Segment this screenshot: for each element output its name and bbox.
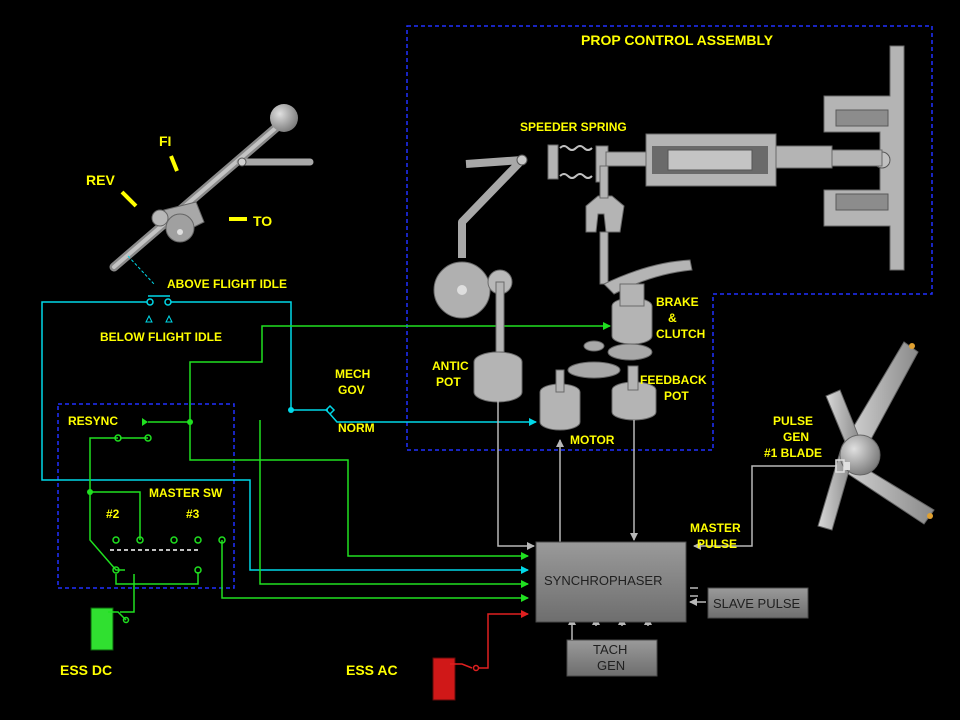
lever-knob[interactable] bbox=[270, 104, 298, 132]
rev-tick bbox=[120, 190, 138, 208]
norm-label: NORM bbox=[338, 421, 375, 435]
synchrophaser-box[interactable]: SYNCHROPHASER bbox=[535, 541, 687, 623]
feedback-pot-label-1: FEEDBACK bbox=[640, 373, 707, 387]
title: PROP CONTROL ASSEMBLY bbox=[581, 32, 774, 48]
resync-label: RESYNC bbox=[68, 414, 118, 428]
cyan-wiring bbox=[41, 301, 537, 574]
mech-gov-label-2: GOV bbox=[338, 383, 365, 397]
brake-clutch-label-3: CLUTCH bbox=[656, 327, 705, 341]
power-lever bbox=[109, 104, 314, 285]
speeder-spring-label: SPEEDER SPRING bbox=[520, 120, 627, 134]
master-sw-pos3-label: #3 bbox=[186, 507, 200, 521]
master-sw-label: MASTER SW bbox=[149, 486, 223, 500]
ess-dc-label: ESS DC bbox=[60, 662, 112, 678]
prop-control-assembly-boundary bbox=[406, 25, 933, 451]
gray-wiring bbox=[497, 400, 836, 626]
to-label: TO bbox=[253, 213, 272, 229]
propeller bbox=[817, 341, 935, 531]
ess-ac-source bbox=[432, 610, 529, 701]
tach-gen-label-1: TACH bbox=[593, 642, 627, 657]
green-wiring bbox=[87, 322, 611, 613]
pulse-gen-label-3: #1 BLADE bbox=[764, 446, 822, 460]
master-switch-boundary bbox=[57, 403, 235, 589]
fi-tick bbox=[169, 155, 179, 172]
rev-label: REV bbox=[86, 172, 115, 188]
pulse-gen-label-2: GEN bbox=[783, 430, 809, 444]
feedback-pot-label-2: POT bbox=[664, 389, 689, 403]
governor-mechanism bbox=[433, 45, 905, 431]
motor-label: MOTOR bbox=[570, 433, 615, 447]
above-flight-idle-label: ABOVE FLIGHT IDLE bbox=[167, 277, 287, 291]
below-flight-idle-label: BELOW FLIGHT IDLE bbox=[100, 330, 222, 344]
slave-pulse-box[interactable]: SLAVE PULSE bbox=[707, 587, 809, 619]
brake-clutch-label-1: BRAKE bbox=[656, 295, 699, 309]
tach-gen-label-2: GEN bbox=[597, 658, 625, 673]
flight-idle-switch[interactable] bbox=[145, 295, 173, 323]
ess-ac-label: ESS AC bbox=[346, 662, 398, 678]
lever-linkage bbox=[127, 255, 155, 285]
brake-clutch-label-2: & bbox=[668, 311, 677, 325]
master-pulse-label-1: MASTER bbox=[690, 521, 741, 535]
master-sw-pos2-label: #2 bbox=[106, 507, 120, 521]
fi-label: FI bbox=[159, 133, 171, 149]
mech-gov-label-1: MECH bbox=[335, 367, 370, 381]
pulse-gen-sensor bbox=[835, 459, 850, 473]
ess-dc-source bbox=[90, 607, 130, 651]
antic-pot-label-1: ANTIC bbox=[432, 359, 469, 373]
master-pulse-label-2: PULSE bbox=[697, 537, 737, 551]
tach-gen-box[interactable]: TACH GEN bbox=[566, 639, 658, 677]
pulse-gen-label-1: PULSE bbox=[773, 414, 813, 428]
slave-pulse-label: SLAVE PULSE bbox=[713, 596, 801, 611]
antic-pot-label-2: POT bbox=[436, 375, 461, 389]
synchrophaser-label: SYNCHROPHASER bbox=[544, 573, 662, 588]
